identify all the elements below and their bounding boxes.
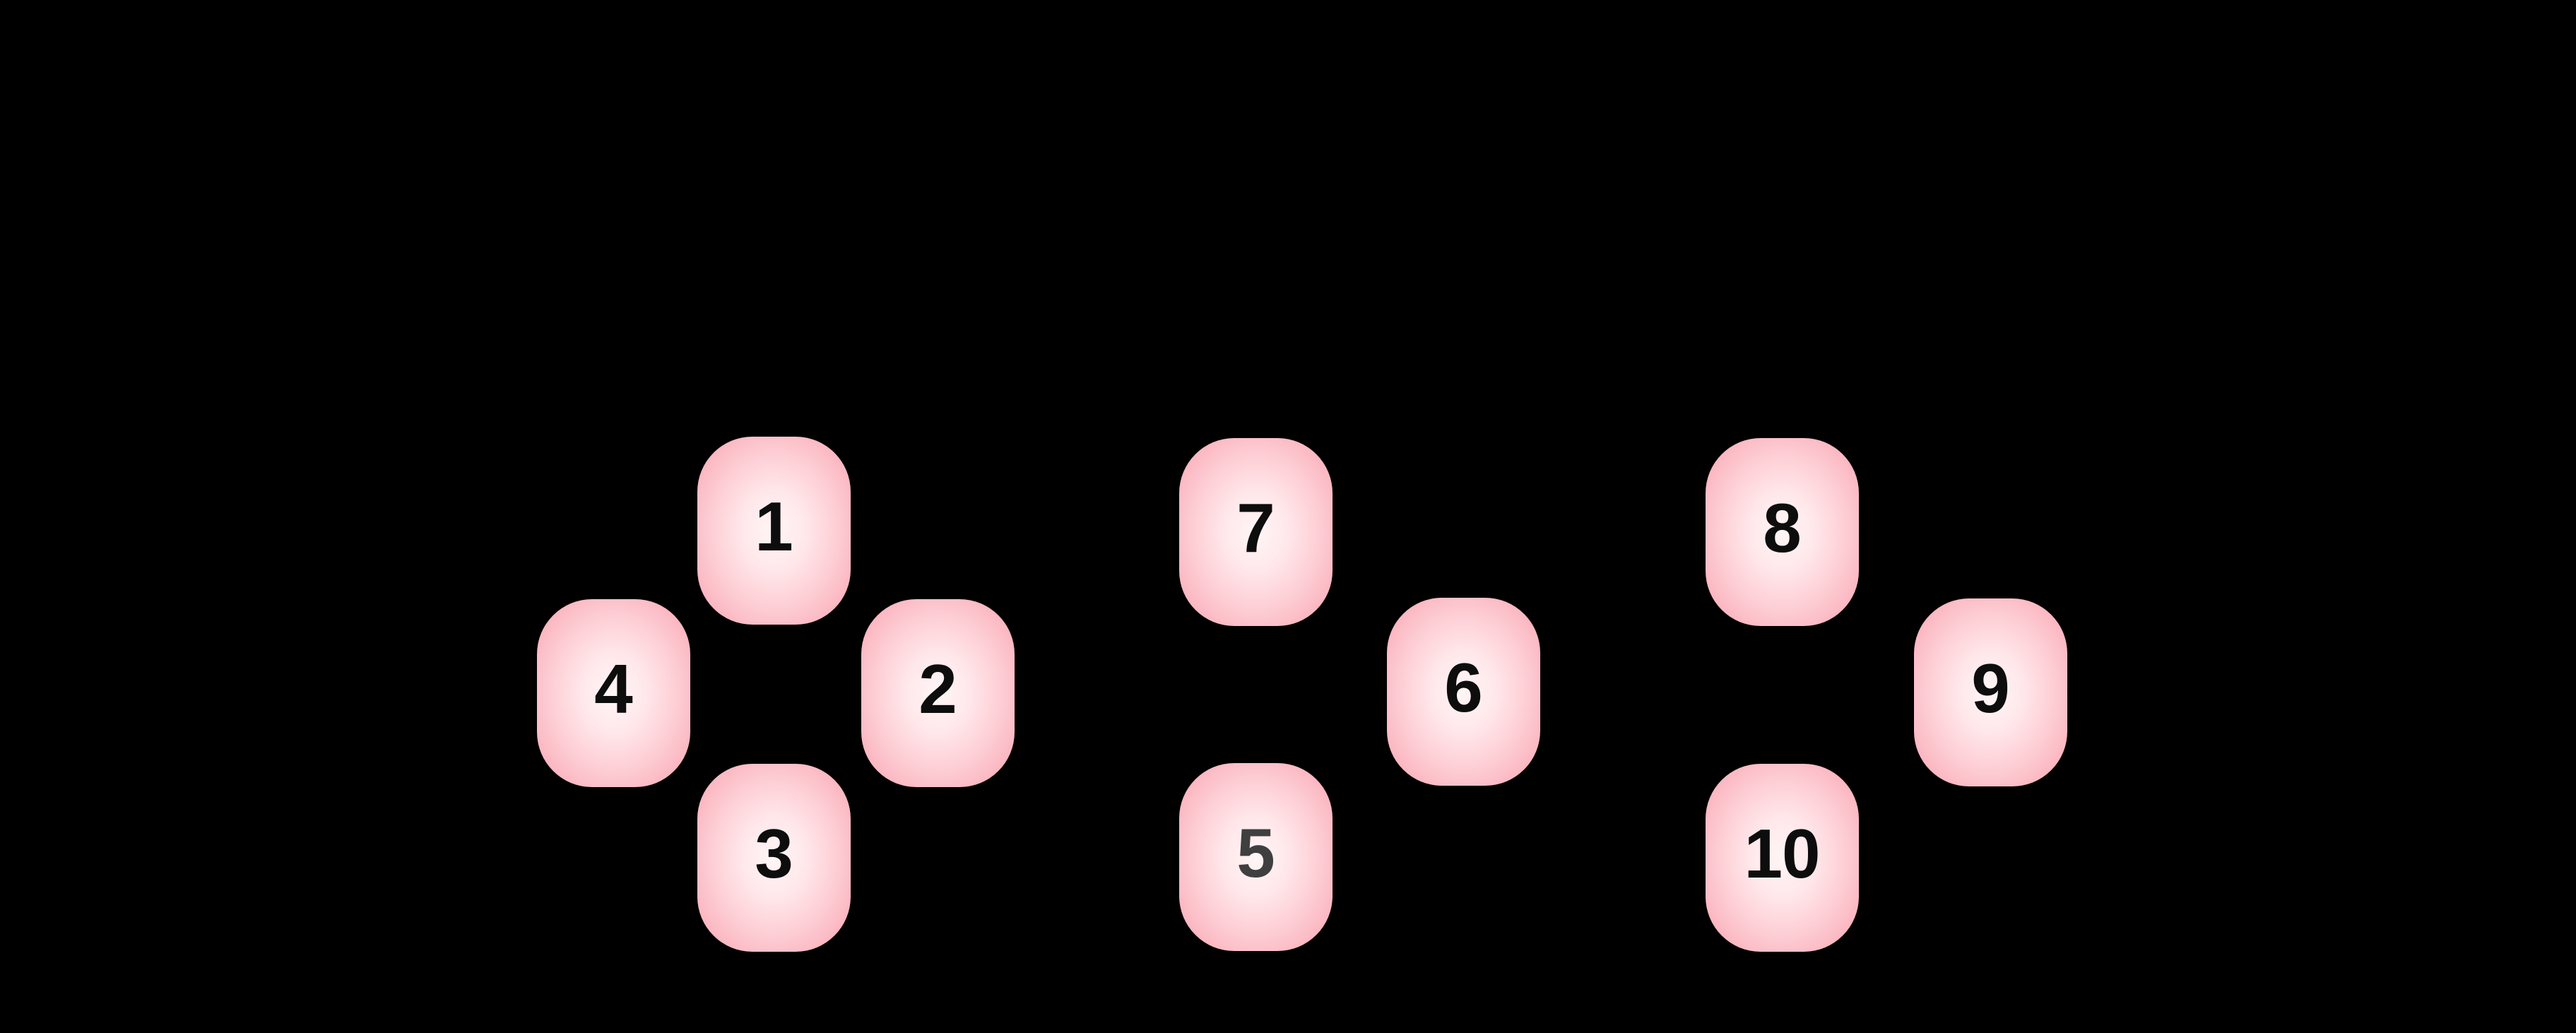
button-label: 7 xyxy=(1236,489,1275,567)
pad-button-3[interactable]: 3 xyxy=(697,764,851,952)
button-label: 10 xyxy=(1744,815,1820,892)
button-label: 4 xyxy=(594,650,633,728)
pad-button-1[interactable]: 1 xyxy=(697,437,851,625)
pad-button-2[interactable]: 2 xyxy=(861,599,1015,787)
pad-button-8[interactable]: 8 xyxy=(1705,438,1859,626)
button-label: 3 xyxy=(755,815,793,892)
button-label: 5 xyxy=(1236,814,1275,892)
button-label: 6 xyxy=(1444,649,1483,726)
pad-button-4[interactable]: 4 xyxy=(536,599,690,787)
button-label: 8 xyxy=(1763,489,1802,567)
pad-button-9[interactable]: 9 xyxy=(1913,598,2067,786)
pad-button-7[interactable]: 7 xyxy=(1178,438,1333,626)
button-label: 2 xyxy=(918,650,957,728)
pad-button-10[interactable]: 10 xyxy=(1705,764,1859,952)
pad-button-6[interactable]: 6 xyxy=(1386,598,1540,786)
button-label: 1 xyxy=(755,488,793,565)
button-label: 9 xyxy=(1971,649,2010,727)
pad-button-5[interactable]: 5 xyxy=(1178,763,1333,951)
